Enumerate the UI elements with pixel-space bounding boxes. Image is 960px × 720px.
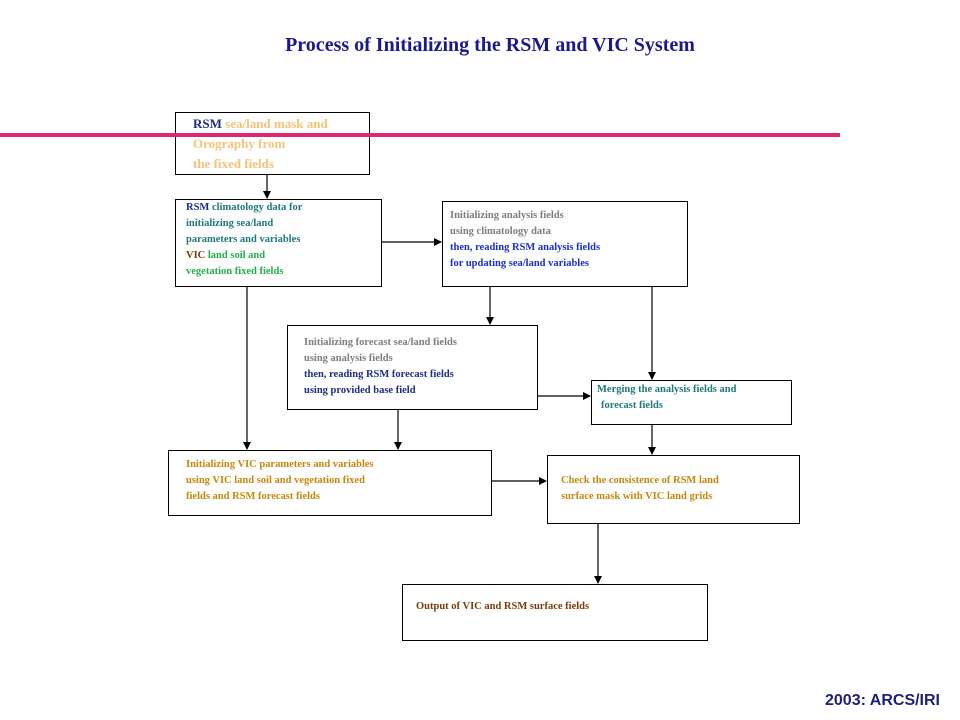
orography-box: RSM sea/land mask and Orography from the… [175, 112, 370, 175]
check-line-2: surface mask with VIC land grids [561, 491, 713, 502]
climatology-line-3: parameters and variables [186, 234, 301, 245]
highlight-bar [0, 133, 840, 137]
climatology-line-1: RSM climatology data for [186, 200, 381, 216]
output-line-1: Output of VIC and RSM surface fields [416, 601, 590, 612]
forecast-box: Initializing forecast sea/land fields us… [287, 325, 538, 410]
page-title: Process of Initializing the RSM and VIC … [285, 34, 695, 56]
analysis-line-3: then, reading RSM analysis fields [450, 242, 601, 253]
rsm-label: RSM [186, 202, 210, 213]
vic-init-line-3: fields and RSM forecast fields [186, 491, 320, 502]
output-box: Output of VIC and RSM surface fields [402, 584, 708, 641]
rsm-label: RSM [193, 116, 222, 131]
analysis-line-2: using climatology data [450, 226, 551, 237]
vic-init-box: Initializing VIC parameters and variable… [168, 450, 492, 516]
vic-label: VIC [186, 250, 206, 261]
climatology-box: RSM climatology data for initializing se… [175, 199, 382, 287]
forecast-line-4: using provided base field [304, 385, 416, 396]
orography-line-2: Orography from [193, 136, 286, 151]
climatology-line-5: vegetation fixed fields [186, 266, 284, 277]
orography-line-3: the fixed fields [193, 156, 274, 171]
footer-credit: 2003: ARCS/IRI [825, 692, 940, 709]
climatology-line-4: VIC land soil and [186, 248, 381, 264]
check-box: Check the consistence of RSM land surfac… [547, 455, 800, 524]
forecast-line-1: Initializing forecast sea/land fields [304, 337, 457, 348]
check-line-1: Check the consistence of RSM land [561, 475, 719, 486]
forecast-line-2: using analysis fields [304, 353, 393, 364]
analysis-line-1: Initializing analysis fields [450, 210, 564, 221]
merging-box: Merging the analysis fields and forecast… [591, 380, 792, 425]
merging-line-1: Merging the analysis fields and [597, 384, 737, 395]
vic-init-line-1: Initializing VIC parameters and variable… [186, 459, 374, 470]
analysis-box: Initializing analysis fields using clima… [442, 201, 688, 287]
analysis-line-4: for updating sea/land variables [450, 258, 589, 269]
forecast-line-3: then, reading RSM forecast fields [304, 369, 454, 380]
climatology-line-2: initializing sea/land [186, 218, 274, 229]
vic-text: land soil and [207, 250, 266, 261]
vic-init-line-2: using VIC land soil and vegetation fixed [186, 475, 365, 486]
orography-line-1: RSM sea/land mask and [193, 114, 369, 134]
merging-line-2: forecast fields [601, 400, 663, 411]
climatology-text: climatology data for [211, 202, 303, 213]
mask-text: sea/land mask and [225, 116, 328, 131]
